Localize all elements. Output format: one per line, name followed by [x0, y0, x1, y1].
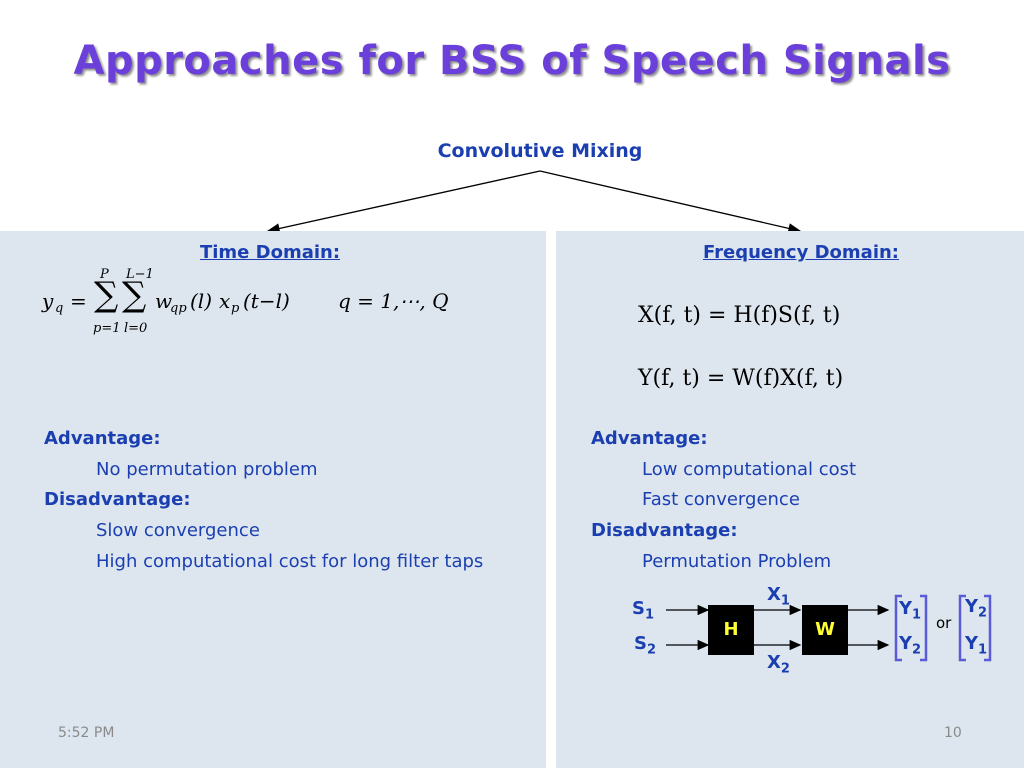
arrow-to-time-domain — [266, 170, 541, 234]
left-disadvantage-item: High computational cost for long filter … — [96, 551, 484, 572]
mixture-x1: X1 — [767, 584, 790, 609]
page-number: 10 — [944, 725, 962, 741]
or-label: or — [936, 614, 952, 632]
right-disadvantage-label: Disadvantage: — [591, 520, 738, 541]
mixing-block-h: H — [708, 605, 754, 655]
frequency-domain-panel: Frequency Domain: X(f, t) = H(f)S(f, t) … — [556, 231, 1024, 768]
right-disadvantage-item: Permutation Problem — [642, 551, 832, 572]
right-advantage-item: Fast convergence — [642, 489, 800, 510]
unmixing-block-w: W — [802, 605, 848, 655]
output-y2-order-a: Y2 — [899, 633, 922, 658]
slide-time: 5:52 PM — [58, 725, 115, 741]
sum2-upper: L−1 — [126, 267, 154, 282]
frequency-equation-mixing: X(f, t) = H(f)S(f, t) — [638, 303, 841, 328]
output-y1-order-a: Y1 — [899, 598, 922, 623]
left-advantage-label: Advantage: — [44, 428, 161, 449]
right-advantage-item: Low computational cost — [642, 459, 857, 480]
sum2-symbol: ∑ — [122, 275, 147, 315]
output-y1-order-b: Y1 — [965, 633, 988, 658]
bracket-right-b — [984, 594, 992, 662]
branch-arrows — [266, 170, 802, 234]
arrow-to-frequency-domain — [539, 170, 802, 234]
sum1-symbol: ∑ — [94, 275, 119, 315]
frequency-domain-heading: Frequency Domain: — [702, 242, 899, 263]
sum1-upper: P — [100, 267, 109, 282]
left-advantage-item: No permutation problem — [96, 459, 318, 480]
left-disadvantage-label: Disadvantage: — [44, 489, 191, 510]
formula-x-arg: (t−l) — [243, 289, 290, 313]
sum2-lower: l=0 — [124, 321, 148, 336]
frequency-equation-separation: Y(f, t) = W(f)X(f, t) — [638, 366, 844, 391]
time-domain-heading: Time Domain: — [199, 242, 341, 263]
mixture-x2: X2 — [767, 652, 790, 677]
time-domain-panel: Time Domain: y q = P ∑ p=1 L−1 ∑ l=0 w q… — [0, 231, 546, 768]
source-s2: S2 — [634, 633, 657, 658]
sum1-lower: p=1 — [93, 321, 121, 336]
formula-l-arg: (l) — [190, 289, 213, 313]
formula-x-sub: p — [231, 301, 240, 316]
formula-w: w — [155, 289, 173, 313]
formula-w-sub: qp — [170, 301, 187, 316]
bracket-left-a — [894, 594, 902, 662]
right-advantage-label: Advantage: — [591, 428, 708, 449]
formula-lhs-sub: q — [55, 301, 64, 316]
formula-q-range: q = 1,⋯, Q — [338, 289, 449, 313]
slide-title: Approaches for BSS of Speech Signals — [73, 38, 951, 84]
formula-x: x — [219, 289, 231, 313]
left-disadvantage-item: Slow convergence — [96, 520, 260, 541]
output-y2-order-b: Y2 — [965, 596, 988, 621]
bracket-right-a — [920, 594, 928, 662]
bracket-left-b — [958, 594, 966, 662]
formula-lhs: y — [42, 289, 54, 313]
source-s1: S1 — [632, 598, 655, 623]
convolutive-mixing-heading: Convolutive Mixing — [437, 140, 643, 162]
formula-equals: = — [70, 289, 87, 313]
